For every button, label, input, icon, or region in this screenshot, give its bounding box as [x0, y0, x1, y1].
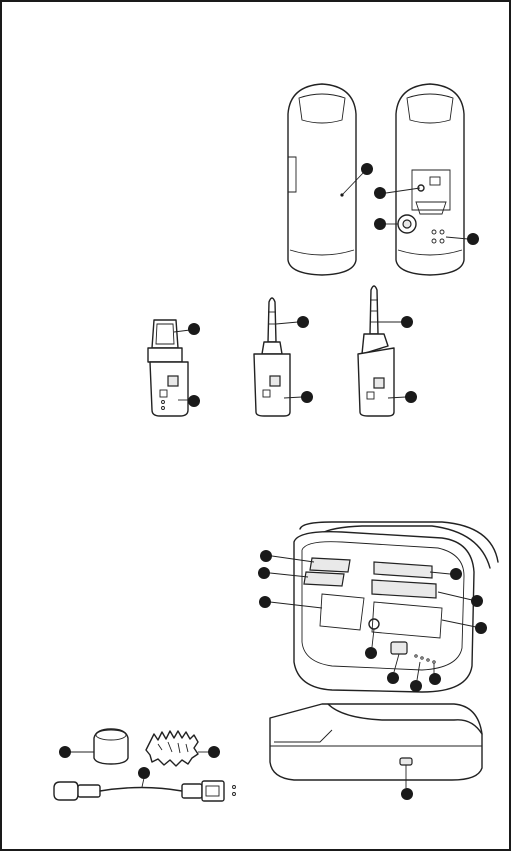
callout-marker	[475, 622, 487, 634]
callout-marker	[410, 680, 422, 692]
callout-marker	[208, 746, 220, 758]
callout-marker	[365, 647, 377, 659]
callout-marker	[297, 316, 309, 328]
callout-marker	[471, 595, 483, 607]
foam-windscreen	[59, 729, 128, 764]
usb-c-charging-cable	[54, 767, 236, 801]
callout-marker	[450, 568, 462, 580]
callout-marker	[260, 550, 272, 562]
charging-case-open	[258, 522, 498, 692]
callout-marker	[374, 187, 386, 199]
callout-marker	[258, 567, 270, 579]
trs-3-5mm-adapter	[254, 298, 313, 416]
callout-marker	[467, 233, 479, 245]
trrs-3-5mm-adapter	[358, 286, 417, 416]
callout-marker	[301, 391, 313, 403]
transmitter-front	[288, 84, 373, 275]
charging-case-closed	[270, 704, 482, 800]
callout-marker	[387, 672, 399, 684]
callout-marker	[401, 788, 413, 800]
callout-marker	[259, 596, 271, 608]
callout-marker	[374, 218, 386, 230]
callout-marker	[401, 316, 413, 328]
callout-marker	[188, 323, 200, 335]
callout-marker	[59, 746, 71, 758]
usb-c-adapter	[148, 320, 200, 416]
callout-marker	[138, 767, 150, 779]
callout-marker	[405, 391, 417, 403]
callout-marker	[188, 395, 200, 407]
transmitter-back	[374, 84, 479, 275]
callout-marker	[429, 673, 441, 685]
callout-marker	[361, 163, 373, 175]
fur-windscreen	[146, 731, 220, 766]
